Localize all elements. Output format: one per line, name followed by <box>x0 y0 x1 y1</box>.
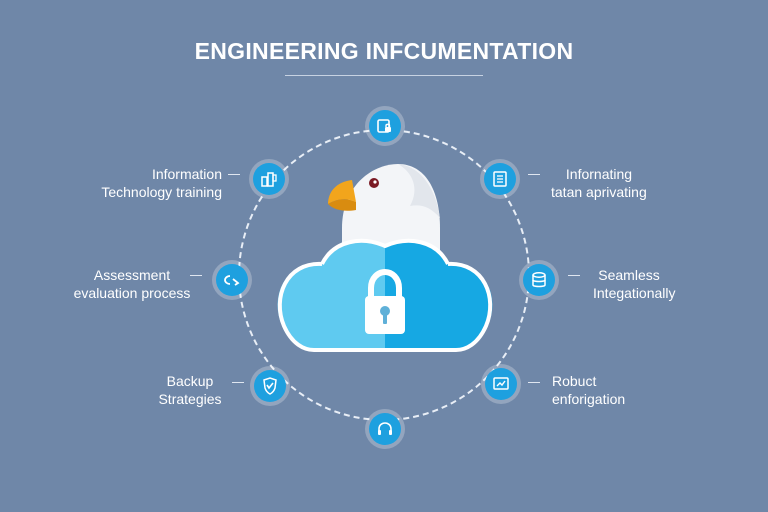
document-list-icon <box>493 171 507 187</box>
connector-line <box>190 275 202 276</box>
shield-check-icon <box>263 377 277 395</box>
monitor-chart-icon <box>493 377 509 390</box>
connector-line <box>528 382 540 383</box>
label-robuct-enforigation: Robuct enforigation <box>552 373 626 407</box>
headset-icon <box>378 422 392 435</box>
building-blocks-icon <box>261 172 277 187</box>
padlock-icon <box>365 268 405 334</box>
node-top-left[interactable] <box>253 163 285 195</box>
node-bottom-left[interactable] <box>254 370 286 402</box>
connector-line <box>528 174 540 175</box>
connector-line <box>232 382 244 383</box>
node-top[interactable] <box>369 110 401 142</box>
label-infornating: Infornating tatan aprivating <box>551 166 647 200</box>
node-right[interactable] <box>523 264 555 296</box>
connector-line <box>228 174 240 175</box>
node-bottom-right[interactable] <box>485 368 517 400</box>
title-divider <box>285 75 483 76</box>
central-illustration <box>277 164 493 352</box>
connector-line <box>568 275 580 276</box>
node-bottom[interactable] <box>369 413 401 445</box>
id-badge-lock-icon <box>377 119 391 133</box>
node-left[interactable] <box>216 264 248 296</box>
label-information-technology-training: Information Technology training <box>101 166 222 200</box>
database-icon <box>532 272 546 288</box>
node-top-right[interactable] <box>484 163 516 195</box>
label-seamless-integationally: Seamless Integationally <box>593 267 676 301</box>
page-title: ENGINEERING INFCUMENTATION <box>194 38 574 64</box>
cloud-shape <box>277 238 493 352</box>
label-backup-strategies: Backup Strategies <box>158 373 222 407</box>
link-icon <box>224 275 240 286</box>
label-assessment-evaluation: Assessment evaluation process <box>73 267 191 301</box>
